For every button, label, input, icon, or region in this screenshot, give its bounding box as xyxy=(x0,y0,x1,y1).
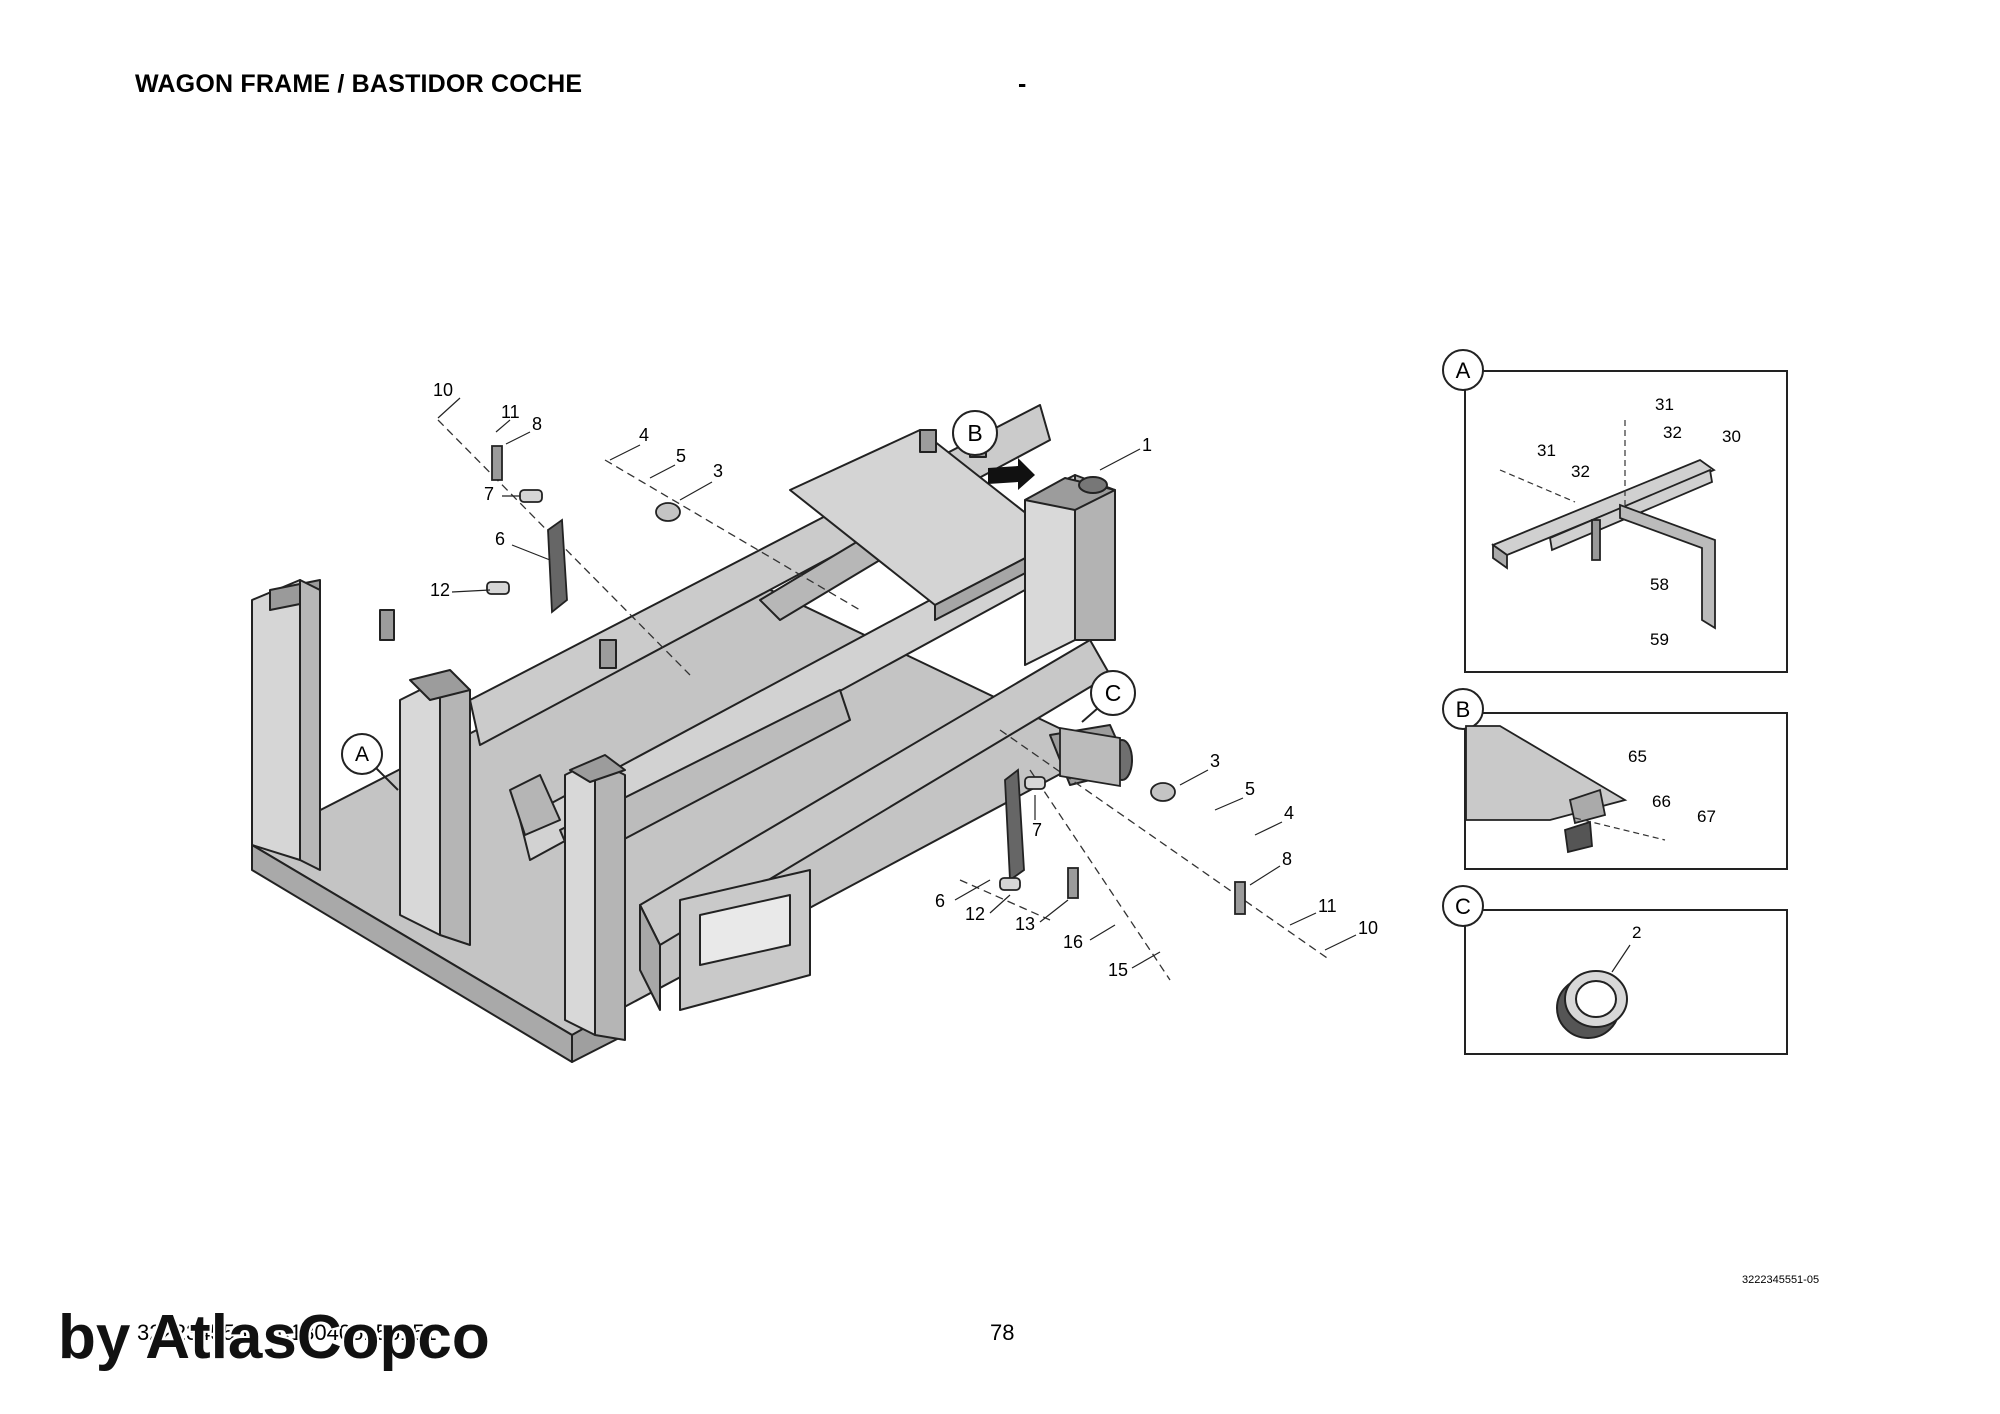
detail-marker-a: A xyxy=(341,733,399,791)
doc-reference: 3222345551 20180405155151 xyxy=(137,1320,437,1345)
callout-7: 7 xyxy=(1032,820,1042,840)
callout-66: 66 xyxy=(1652,792,1671,811)
callout-10: 10 xyxy=(433,380,453,400)
exploded-parts-left xyxy=(486,445,681,614)
callout-1: 1 xyxy=(1142,435,1152,455)
explode-lines xyxy=(437,419,1331,981)
page-title: WAGON FRAME / BASTIDOR COCHE xyxy=(135,70,583,98)
direction-arrow xyxy=(988,458,1035,490)
callout-4: 4 xyxy=(639,425,649,445)
detail-marker-c-label: C xyxy=(1105,680,1122,706)
callout-32: 32 xyxy=(1571,462,1590,481)
watermark: by AtlasCopco xyxy=(58,1303,490,1372)
callout-65: 65 xyxy=(1628,747,1647,766)
callout-2: 2 xyxy=(1632,923,1641,942)
callout-32: 32 xyxy=(1663,423,1682,442)
detail-c-label: C xyxy=(1455,894,1471,919)
callout-58: 58 xyxy=(1650,575,1669,594)
detail-marker-b: B xyxy=(952,410,998,456)
detail-b-panel: B 65 66 67 xyxy=(1442,688,1788,870)
callout-16: 16 xyxy=(1063,932,1083,952)
detail-a-label: A xyxy=(1456,358,1471,383)
callout-11: 11 xyxy=(1318,896,1337,916)
callout-3: 3 xyxy=(713,461,723,481)
callout-13: 13 xyxy=(1015,914,1035,934)
main-callouts: 10 11 8 7 6 12 4 5 3 1 3 5 4 7 8 11 10 6… xyxy=(430,380,1378,980)
header-separator: - xyxy=(1018,70,1027,98)
callout-8: 8 xyxy=(1282,849,1292,869)
callout-12: 12 xyxy=(965,904,985,924)
detail-marker-a-label: A xyxy=(355,743,369,766)
callout-5: 5 xyxy=(676,446,686,466)
callout-8: 8 xyxy=(532,414,542,434)
callout-12: 12 xyxy=(430,580,450,600)
callout-6: 6 xyxy=(495,529,505,549)
seal-ring-part xyxy=(1556,970,1628,1039)
detail-c-panel: C 2 xyxy=(1442,885,1788,1055)
callout-31: 31 xyxy=(1537,441,1556,460)
callout-31: 31 xyxy=(1655,395,1674,414)
leader-lines xyxy=(437,397,1357,969)
drawing-number: 3222345551-05 xyxy=(1742,1274,1820,1286)
page-number: 78 xyxy=(990,1320,1015,1345)
callout-11: 11 xyxy=(501,402,520,422)
callout-6: 6 xyxy=(935,891,945,911)
exploded-parts-right xyxy=(999,726,1246,915)
detail-a-panel: A 31 32 31 32 30 58 59 xyxy=(1442,349,1788,673)
callout-15: 15 xyxy=(1108,960,1128,980)
callout-10: 10 xyxy=(1358,918,1378,938)
detail-b-label: B xyxy=(1456,697,1471,722)
callout-30: 30 xyxy=(1722,427,1741,446)
callout-4: 4 xyxy=(1284,803,1294,823)
callout-67: 67 xyxy=(1697,807,1716,826)
callout-59: 59 xyxy=(1650,630,1669,649)
callout-3: 3 xyxy=(1210,751,1220,771)
wagon-frame xyxy=(251,404,1133,1063)
detail-marker-b-label: B xyxy=(967,420,982,446)
callout-5: 5 xyxy=(1245,779,1255,799)
detail-marker-c: C xyxy=(1081,670,1136,723)
callout-7: 7 xyxy=(484,484,494,504)
